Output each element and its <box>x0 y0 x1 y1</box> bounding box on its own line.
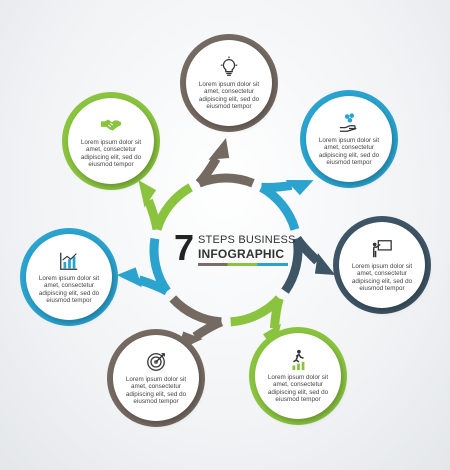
lightbulb-icon <box>220 56 238 76</box>
step-text: Lorem ipsum dolor sit amet, consectetur … <box>125 375 187 405</box>
hand-coins-icon <box>339 113 357 132</box>
step-node-3: Lorem ipsum dolor sit amet, consectetur … <box>333 216 431 314</box>
ring-segment <box>258 183 300 231</box>
step-count: 7 <box>174 227 195 268</box>
arrow-stem <box>293 235 321 265</box>
step-node-2: Lorem ipsum dolor sit amet, consectetur … <box>300 90 398 188</box>
runner-chart-icon <box>292 349 305 370</box>
arrow-stem <box>192 317 224 341</box>
title-line-1: STEPS BUSINESS <box>198 234 296 246</box>
step-node-7: Lorem ipsum dolor sit amet, consectetur … <box>62 92 160 190</box>
title-underline <box>198 263 288 266</box>
arrow-head <box>262 323 281 351</box>
arrow-stem <box>144 198 162 231</box>
step-text: Lorem ipsum dolor sit amet, consectetur … <box>267 373 329 403</box>
ring-segment <box>169 295 222 327</box>
step-text: Lorem ipsum dolor sit amet, consectetur … <box>80 138 142 168</box>
presentation-icon <box>372 239 392 257</box>
ring-segment <box>152 183 194 231</box>
arrow-stem <box>261 180 293 192</box>
step-text: Lorem ipsum dolor sit amet, consectetur … <box>198 80 260 110</box>
handshake-icon <box>100 119 122 131</box>
bar-chart-icon <box>60 252 78 270</box>
center-title: 7 STEPS BUSINESS INFOGRAPHIC <box>168 229 298 271</box>
step-text: Lorem ipsum dolor sit amet, consectetur … <box>351 262 413 292</box>
step-text: Lorem ipsum dolor sit amet, consectetur … <box>38 274 100 304</box>
step-node-1: Lorem ipsum dolor sit amet, consectetur … <box>180 34 278 132</box>
step-node-5: Lorem ipsum dolor sit amet, consectetur … <box>107 329 205 427</box>
step-node-6: Lorem ipsum dolor sit amet, consectetur … <box>20 228 118 326</box>
arrow-head <box>138 180 157 208</box>
step-text: Lorem ipsum dolor sit amet, consectetur … <box>318 136 380 166</box>
arrow-head <box>116 267 142 288</box>
arrow-stem <box>195 156 221 187</box>
target-icon <box>147 352 165 371</box>
arrow-head <box>314 253 336 276</box>
arrow-stem <box>137 275 170 296</box>
arrow-stem <box>269 297 284 329</box>
arrow-head <box>285 179 314 196</box>
step-node-4: Lorem ipsum dolor sit amet, consectetur … <box>249 327 347 425</box>
title-line-2: INFOGRAPHIC <box>198 247 285 261</box>
arrow-head <box>208 138 230 160</box>
